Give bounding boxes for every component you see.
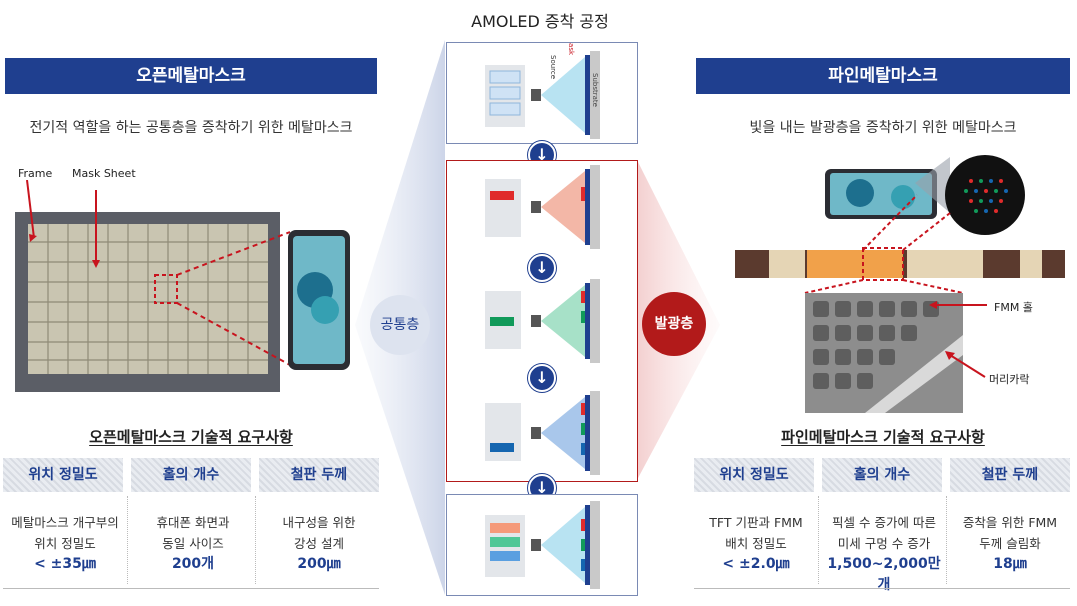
down-arrow-icon: ↓ — [528, 364, 556, 392]
fine-col3-head: 철판 두께 — [950, 458, 1070, 492]
emissive-layer-badge: 발광층 — [642, 292, 706, 356]
fine-mask-subtitle: 빛을 내는 발광층을 증착하기 위한 메탈마스크 — [749, 120, 1017, 136]
mask-sheet-label: Mask Sheet — [72, 167, 136, 180]
open-mask-req-title: 오픈메탈마스크 기술적 요구사항 — [89, 428, 293, 446]
common-process-panel-bottom — [446, 494, 638, 596]
fine-mask-photo — [735, 155, 1065, 413]
fine-col2-head: 홀의 개수 — [822, 458, 942, 492]
hair-label: 머리카락 — [989, 373, 1030, 386]
mask-label: Mask — [567, 43, 575, 56]
down-arrow-icon: ↓ — [528, 254, 556, 282]
substrate-label: Substrate — [591, 73, 599, 107]
fine-col1-head: 위치 정밀도 — [694, 458, 814, 492]
open-mask-header: 오픈메탈마스크 — [5, 58, 377, 94]
fine-mask-header: 파인메탈마스크 — [696, 58, 1070, 94]
frame-label: Frame — [18, 167, 53, 180]
common-process-panel-top: Source Mask Substrate — [446, 37, 638, 144]
emissive-process-panel — [446, 160, 638, 482]
open-mask-photo — [15, 180, 350, 392]
open-col1-head: 위치 정밀도 — [3, 458, 123, 492]
fine-mask-req-title: 파인메탈마스크 기술적 요구사항 — [781, 428, 985, 446]
open-col2-head: 홀의 개수 — [131, 458, 251, 492]
open-col3-head: 철판 두께 — [259, 458, 379, 492]
common-layer-badge: 공통층 — [370, 295, 430, 355]
open-mask-subtitle: 전기적 역할을 하는 공통층을 증착하기 위한 메탈마스크 — [29, 120, 353, 136]
source-label: Source — [549, 55, 557, 79]
fmm-hole-label: FMM 홀 — [994, 301, 1033, 314]
amoled-title: AMOLED 증착 공정 — [471, 12, 609, 31]
